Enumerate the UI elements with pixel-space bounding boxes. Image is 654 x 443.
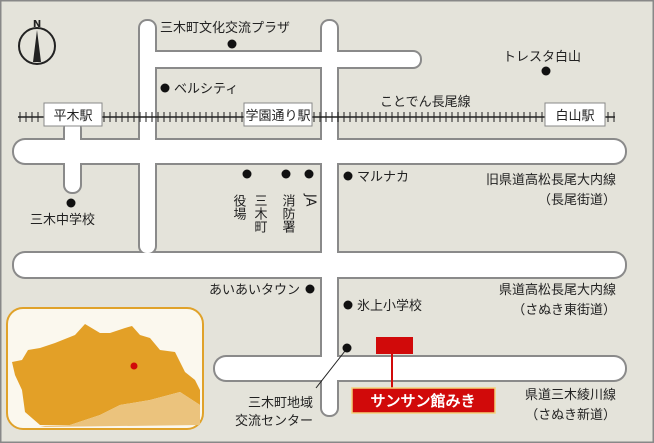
landmark-aiai-town[interactable]: あいあいタウン [209,283,315,298]
svg-text:JA: JA [303,193,318,207]
svg-text:三木中学校: 三木中学校 [30,212,95,228]
landmark-tresta[interactable]: トレスタ白山 [503,49,581,76]
landmark-community-center[interactable]: 三木町地域 交流センター [235,343,352,430]
svg-text:消防署: 消防署 [280,194,296,234]
svg-text:氷上小学校: 氷上小学校 [357,298,422,314]
svg-text:（長尾街道）: （長尾街道） [538,193,616,208]
destination-sunsunkan-miki[interactable]: サンサン館みき [351,337,496,414]
destination-building [376,337,413,354]
landmark-town-office[interactable]: 三木町 役場 [231,169,268,234]
station-hiragi[interactable]: 平木駅 [43,102,103,127]
svg-text:マルナカ: マルナカ [357,170,409,185]
landmark-ja[interactable]: JA [303,169,318,207]
landmark-fire-station[interactable]: 消防署 [280,169,296,235]
svg-text:交流センター: 交流センター [235,413,313,429]
svg-text:トレスタ白山: トレスタ白山 [503,49,581,65]
svg-text:（さぬき東街道）: （さぬき東街道） [512,302,616,318]
svg-text:県道高松長尾大内線: 県道高松長尾大内線 [499,282,616,298]
svg-text:県道三木綾川線: 県道三木綾川線 [525,387,616,403]
landmark-miki-junior-high[interactable]: 三木中学校 [30,198,95,229]
svg-text:三木町地域: 三木町地域 [248,396,313,411]
road-label-old-route: 旧県道高松長尾大内線 （長尾街道） [486,172,616,208]
destination-label: サンサン館みき [370,392,475,410]
station-label: 学園通り駅 [245,108,310,124]
railway-line [18,112,615,122]
location-marker-icon [130,362,138,370]
landmark-bellcity[interactable]: ベルシティ [160,82,239,97]
roads [14,21,625,415]
road-label-route-east: 県道高松長尾大内線 （さぬき東街道） [499,282,616,318]
landmark-plaza[interactable]: 三木町文化交流プラザ [160,20,290,49]
svg-text:ベルシティ: ベルシティ [174,82,238,97]
svg-text:三木町文化交流プラザ: 三木町文化交流プラザ [160,20,290,36]
north-arrow-icon: N [18,19,56,65]
station-label: 白山駅 [555,108,594,124]
station-shirayama[interactable]: 白山駅 [544,102,606,127]
svg-text:（さぬき新道）: （さぬき新道） [525,407,616,423]
svg-text:旧県道高松長尾大内線: 旧県道高松長尾大内線 [486,172,616,188]
svg-text:あいあいタウン: あいあいタウン [209,283,300,298]
svg-text:三木町: 三木町 [252,194,268,233]
station-gakuendori[interactable]: 学園通り駅 [243,102,313,127]
landmark-marunaka[interactable]: マルナカ [343,170,410,185]
inset-prefecture-map [6,307,204,430]
svg-text:役場: 役場 [231,194,247,220]
landmark-hikami-elementary[interactable]: 氷上小学校 [343,298,423,314]
railway-name: ことでん長尾線 [380,94,471,110]
svg-text:N: N [33,19,41,30]
station-label: 平木駅 [53,109,92,124]
road-label-route-new: 県道三木綾川線 （さぬき新道） [525,387,616,423]
